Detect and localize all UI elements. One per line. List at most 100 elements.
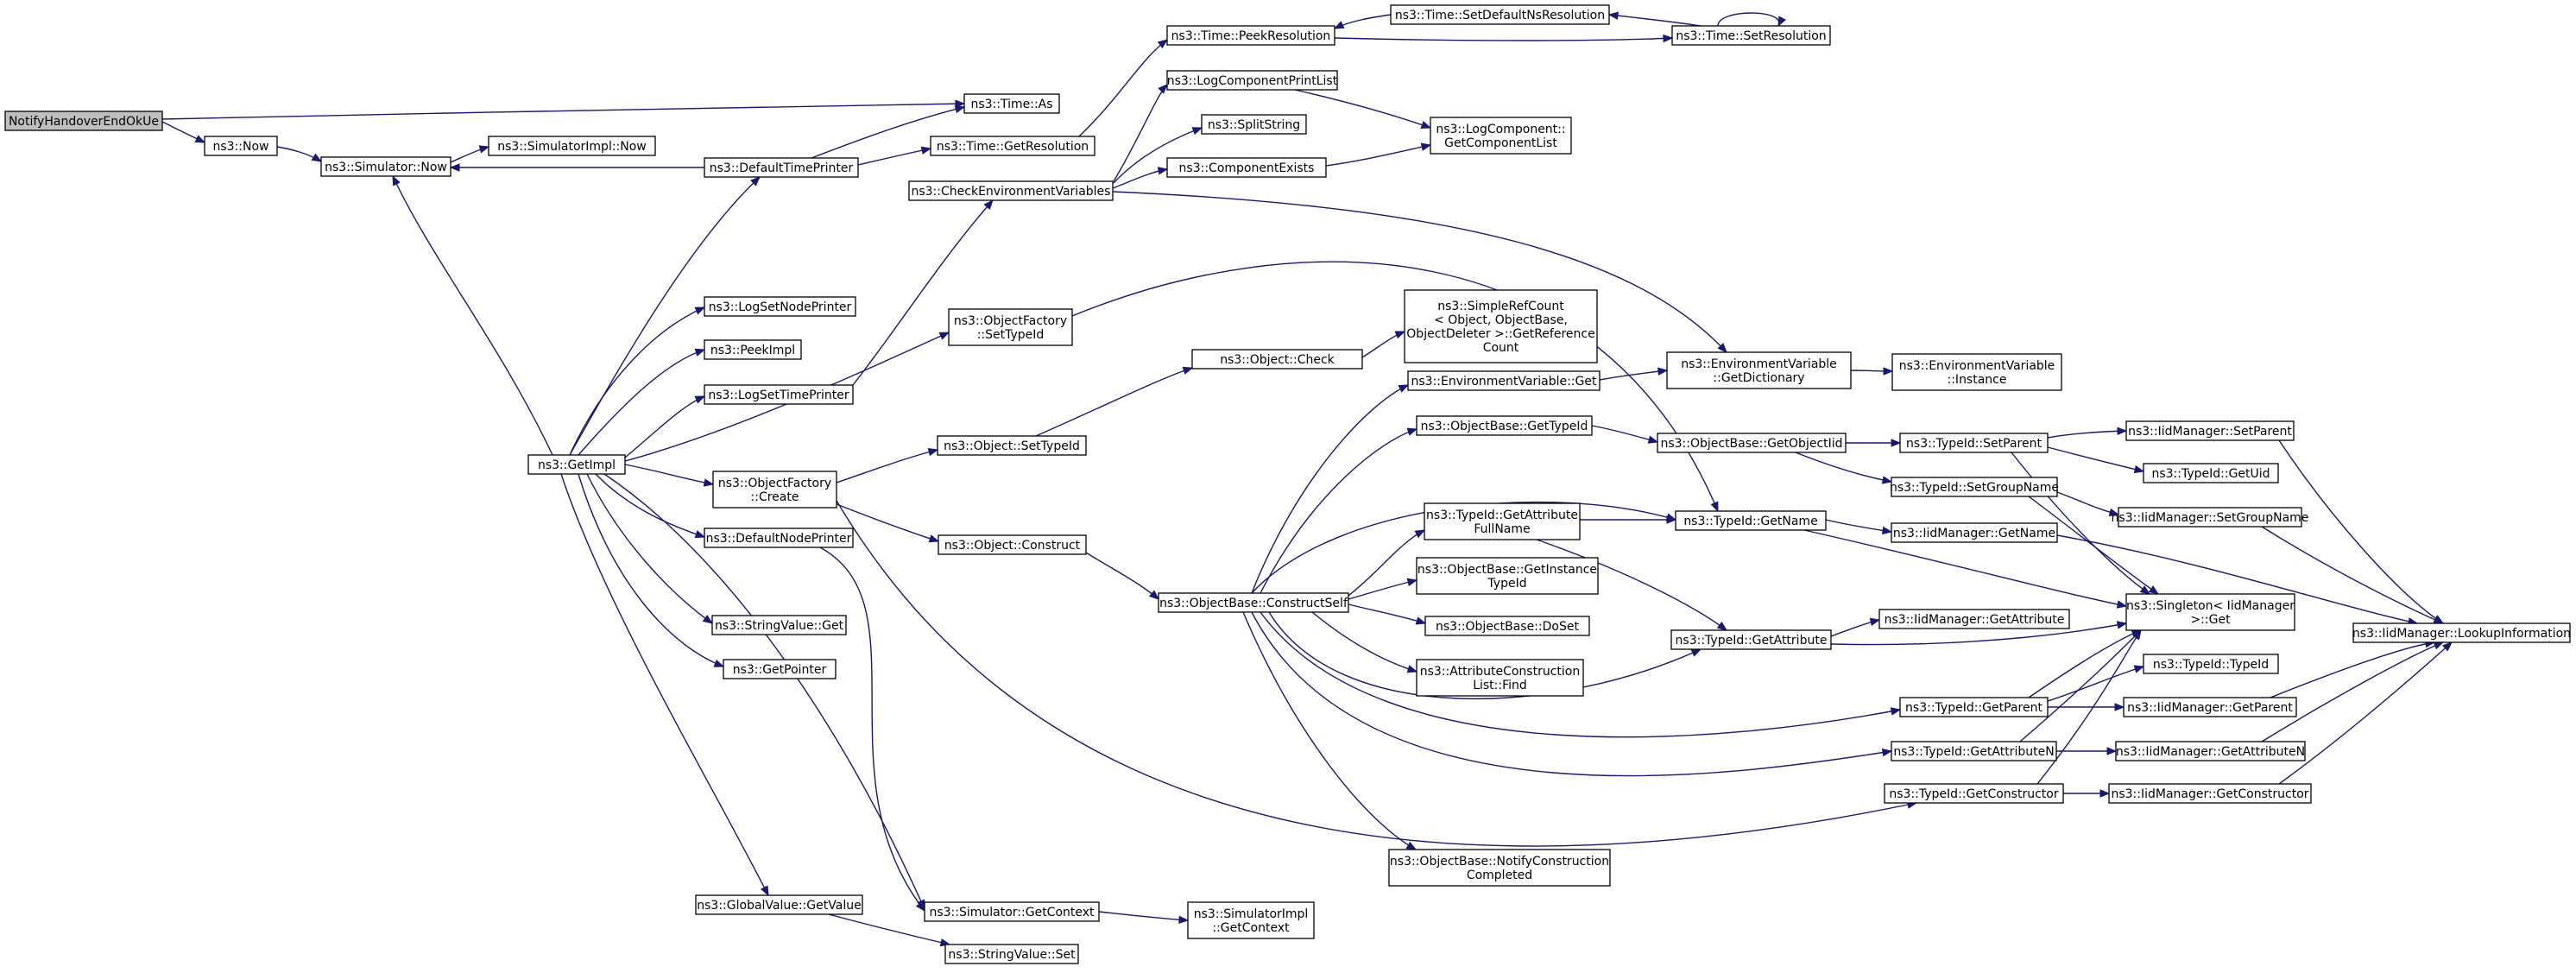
node-strvalset[interactable]: ns3::StringValue::Set (944, 944, 1079, 964)
edge-line (1599, 370, 1668, 381)
node-label: ns3::IidManager::SetGroupName (2112, 511, 2309, 525)
edge-arrowhead (2116, 600, 2128, 609)
node-root[interactable]: NotifyHandoverEndOkUe (4, 111, 163, 131)
node-peekimpl[interactable]: ns3::PeekImpl (704, 339, 802, 360)
node-iidgetattr[interactable]: ns3::IidManager::GetAttribute (1878, 609, 2070, 629)
edge-arrowhead (702, 615, 714, 624)
node-label: ns3::TypeId::GetUid (2151, 467, 2270, 481)
node-timeas[interactable]: ns3::Time::As (963, 93, 1060, 114)
node-dnp[interactable]: ns3::DefaultNodePrinter (704, 528, 854, 548)
node-splitstr[interactable]: ns3::SplitString (1201, 114, 1307, 135)
node-iidsgn[interactable]: ns3::IidManager::SetGroupName (2112, 507, 2309, 528)
node-iidgetname[interactable]: ns3::IidManager::GetName (1891, 522, 2058, 543)
node-tidsetparent[interactable]: ns3::TypeId::SetParent (1899, 433, 2049, 453)
node-iidgetctor[interactable]: ns3::IidManager::GetConstructor (2108, 783, 2312, 804)
node-cev[interactable]: ns3::CheckEnvironmentVariables (908, 180, 1114, 201)
edge-line (1334, 37, 1673, 41)
edge-arrowhead (1666, 515, 1677, 524)
node-envdict[interactable]: ns3::EnvironmentVariable::GetDictionary (1666, 351, 1852, 389)
edge-getimpl-to-gvgetvalue (560, 473, 769, 897)
node-envinst[interactable]: ns3::EnvironmentVariable::Instance (1891, 353, 2062, 391)
node-setdefns[interactable]: ns3::Time::SetDefaultNsResolution (1390, 4, 1610, 25)
node-obdoset[interactable]: ns3::ObjectBase::DoSet (1424, 616, 1590, 636)
node-now[interactable]: ns3::Now (204, 136, 278, 156)
edge-tidgafn-to-tidgetname (1579, 515, 1677, 524)
node-objsettid[interactable]: ns3::Object::SetTypeId (937, 435, 1087, 456)
node-obgettid[interactable]: ns3::ObjectBase::GetTypeId (1416, 415, 1593, 436)
node-strvalget[interactable]: ns3::StringValue::Get (711, 615, 847, 635)
node-iidgetparent[interactable]: ns3::IidManager::GetParent (2123, 697, 2297, 717)
node-objcheck[interactable]: ns3::Object::Check (1191, 349, 1363, 370)
node-setres[interactable]: ns3::Time::SetResolution (1671, 25, 1831, 46)
edge-line (2011, 452, 2150, 595)
node-label: ObjectDeleter >::GetReference (1406, 327, 1594, 341)
node-tidgetparent[interactable]: ns3::TypeId::GetParent (1899, 697, 2049, 717)
node-lsnp[interactable]: ns3::LogSetNodePrinter (704, 296, 856, 317)
edge-arrowhead (1398, 384, 1410, 393)
node-box (1187, 901, 1315, 939)
node-obnotify[interactable]: ns3::ObjectBase::NotifyConstructionCompl… (1388, 849, 1611, 887)
node-label: ns3::StringValue::Set (948, 948, 1076, 962)
node-compexists[interactable]: ns3::ComponentExists (1166, 157, 1327, 178)
node-box (4, 111, 163, 131)
node-obgetoid[interactable]: ns3::ObjectBase::GetObjectIid (1657, 433, 1847, 453)
node-lcpl[interactable]: ns3::LogComponentPrintList (1166, 70, 1338, 91)
node-lcgcl[interactable]: ns3::LogComponent::GetComponentList (1430, 117, 1572, 155)
node-getres[interactable]: ns3::Time::GetResolution (930, 136, 1095, 156)
node-tidgetattr[interactable]: ns3::TypeId::GetAttribute (1670, 629, 1832, 650)
edge-arrowhead (703, 478, 715, 487)
edge-line (1113, 127, 1203, 184)
node-dtp[interactable]: ns3::DefaultTimePrinter (704, 157, 859, 178)
node-getimpl[interactable]: ns3::GetImpl (527, 454, 626, 475)
node-objconstruct[interactable]: ns3::Object::Construct (938, 534, 1087, 555)
node-ofsettid[interactable]: ns3::ObjectFactory::SetTypeId (948, 308, 1073, 346)
node-tidsgn[interactable]: ns3::TypeId::SetGroupName (1890, 477, 2059, 497)
edge-obcs-to-obnotify (1242, 611, 1417, 850)
edge-arrowhead (1690, 648, 1702, 657)
node-label: ns3::AttributeConstruction (1420, 665, 1580, 679)
node-simimplgetctx[interactable]: ns3::SimulatorImpl::GetContext (1187, 901, 1315, 939)
node-ofcreate[interactable]: ns3::ObjectFactory::Create (712, 471, 837, 509)
node-iidlookup[interactable]: ns3::IidManager::LookupInformation (2352, 622, 2571, 643)
edge-line (603, 473, 925, 910)
node-simnow[interactable]: ns3::Simulator::Now (320, 156, 451, 177)
node-iidgan[interactable]: ns3::IidManager::GetAttributeN (2115, 741, 2306, 761)
edge-line (1085, 552, 1159, 600)
edge-line (2047, 666, 2144, 702)
node-tidtid[interactable]: ns3::TypeId::TypeId (2143, 654, 2279, 674)
node-srcount[interactable]: ns3::SimpleRefCount< Object, ObjectBase,… (1404, 289, 1598, 363)
node-tidgetuid[interactable]: ns3::TypeId::GetUid (2143, 463, 2279, 483)
node-tidgan[interactable]: ns3::TypeId::GetAttributeN (1891, 741, 2057, 761)
node-lstp[interactable]: ns3::LogSetTimePrinter (704, 384, 854, 405)
node-box (1671, 25, 1831, 46)
edge-line (586, 473, 713, 624)
edge-arrowhead (2442, 641, 2453, 652)
edge-arrowhead (2114, 703, 2125, 711)
edge-getimpl-to-lsnp (569, 306, 706, 456)
node-label: ns3::LogSetNodePrinter (709, 300, 852, 314)
node-getpointer[interactable]: ns3::GetPointer (723, 659, 837, 679)
node-peekres[interactable]: ns3::Time::PeekResolution (1166, 25, 1335, 46)
edge-arrowhead (761, 885, 769, 897)
node-obcs[interactable]: ns3::ObjectBase::ConstructSelf (1158, 592, 1349, 613)
node-simimplnow[interactable]: ns3::SimulatorImpl::Now (488, 136, 656, 156)
edge-line (1591, 425, 1658, 443)
node-simgetctx[interactable]: ns3::Simulator::GetContext (924, 901, 1100, 922)
node-singleton[interactable]: ns3::Singleton< IidManager>::Get (2125, 593, 2295, 631)
node-box (1158, 592, 1349, 613)
node-label: ns3::PeekImpl (710, 344, 795, 357)
node-iidsetparent[interactable]: ns3::IidManager::SetParent (2125, 420, 2295, 441)
node-tidgetname[interactable]: ns3::TypeId::GetName (1675, 510, 1827, 531)
node-tidgetctor[interactable]: ns3::TypeId::GetConstructor (1884, 783, 2064, 804)
node-gvgetvalue[interactable]: ns3::GlobalValue::GetValue (695, 894, 863, 915)
node-label: ns3::LogComponent:: (1436, 123, 1565, 136)
edge-line (1268, 611, 1702, 699)
node-label: ns3::ObjectFactory (954, 314, 1067, 328)
edge-arrowhead (1182, 366, 1194, 375)
node-label: ns3::GetPointer (733, 663, 827, 677)
node-envget[interactable]: ns3::EnvironmentVariable::Get (1407, 370, 1601, 391)
